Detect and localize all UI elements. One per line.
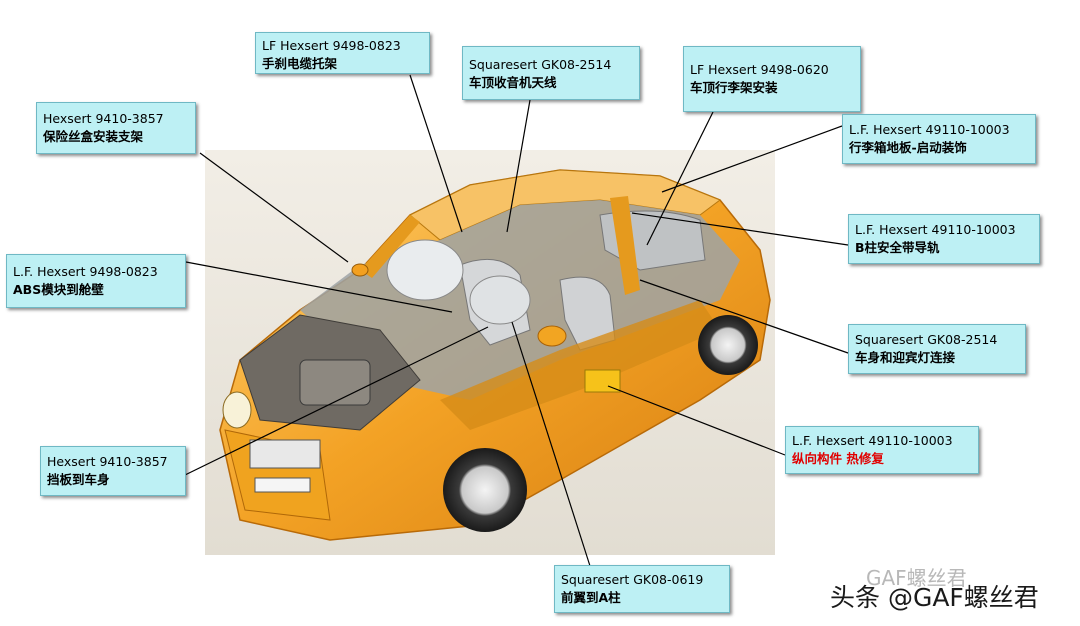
leader-roofrack [646, 111, 714, 246]
floor-sill [440, 300, 720, 430]
steering-airbag [386, 239, 464, 301]
callout-part-number: Squaresert GK08-0619 [561, 572, 704, 587]
callout-description-highlight: 纵向构件 热修复 [792, 451, 884, 466]
callout-part-number: Hexsert 9410-3857 [47, 454, 168, 469]
callout-longitudinal: L.F. Hexsert 49110-10003 纵向构件 热修复 [785, 426, 979, 474]
callout-baffle: Hexsert 9410-3857 挡板到车身 [40, 446, 186, 496]
watermark-text: 头条 @GAF螺丝君 [830, 583, 1039, 612]
callout-trunkfloor: L.F. Hexsert 49110-10003 行李箱地板-启动装饰 [842, 114, 1036, 164]
callout-fusebox: Hexsert 9410-3857 保险丝盒安装支架 [36, 102, 196, 154]
headlight [222, 391, 252, 429]
callout-fender: Squaresert GK08-0619 前翼到A柱 [554, 565, 730, 613]
leader-antenna [506, 99, 531, 233]
grille [249, 439, 321, 469]
leader-lines [184, 74, 849, 567]
callout-part-number: LF Hexsert 9498-0823 [262, 38, 401, 53]
callout-description: ABS模块到舱壁 [13, 282, 104, 297]
callout-description: 前翼到A柱 [561, 590, 621, 605]
callout-part-number: L.F. Hexsert 49110-10003 [792, 433, 953, 448]
callout-description: 车身和迎宾灯连接 [855, 350, 956, 365]
callout-description: 车顶行李架安装 [690, 80, 778, 95]
callout-description: 手刹电缆托架 [262, 56, 338, 71]
callout-antenna: Squaresert GK08-2514 车顶收音机天线 [462, 46, 640, 100]
callout-part-number: L.F. Hexsert 49110-10003 [849, 122, 1010, 137]
callout-part-number: LF Hexsert 9498-0620 [690, 62, 829, 77]
leader-bpillar [631, 212, 849, 246]
callout-description: 行李箱地板-启动装饰 [849, 140, 967, 155]
leader-handbrake [409, 74, 463, 233]
side-mirror [537, 325, 567, 347]
longitudinal-member [584, 369, 621, 393]
leader-fender [511, 321, 591, 567]
callout-bpillar: L.F. Hexsert 49110-10003 B柱安全带导轨 [848, 214, 1040, 264]
engine-block [299, 359, 371, 406]
leader-baffle [184, 326, 489, 476]
b-pillar [610, 196, 640, 295]
leader-fusebox [199, 152, 349, 263]
callout-part-number: L.F. Hexsert 9498-0823 [13, 264, 158, 279]
callout-part-number: L.F. Hexsert 49110-10003 [855, 222, 1016, 237]
callout-description: 保险丝盒安装支架 [43, 129, 144, 144]
front-wheel [443, 448, 527, 532]
callout-courtesylight: Squaresert GK08-2514 车身和迎宾灯连接 [848, 324, 1026, 374]
callout-description: 车顶收音机天线 [469, 75, 557, 90]
callout-abs: L.F. Hexsert 9498-0823 ABS模块到舱壁 [6, 254, 186, 308]
watermark-ghost-text: GAF螺丝君 [866, 566, 967, 590]
passenger-airbag [469, 275, 531, 325]
rear-wheel [698, 315, 758, 375]
leader-abs [185, 261, 453, 313]
license-plate [254, 477, 311, 493]
a-pillar [360, 215, 420, 278]
callout-part-number: Hexsert 9410-3857 [43, 111, 164, 126]
callout-roofrack: LF Hexsert 9498-0620 车顶行李架安装 [683, 46, 861, 112]
leader-trunkfloor [661, 125, 843, 193]
callout-handbrake: LF Hexsert 9498-0823 手刹电缆托架 [255, 32, 430, 74]
callout-description: B柱安全带导轨 [855, 240, 940, 255]
leader-courtesylight [639, 279, 849, 354]
fuse-box-marker [351, 263, 369, 277]
callout-description: 挡板到车身 [47, 472, 110, 487]
callout-part-number: Squaresert GK08-2514 [469, 57, 612, 72]
callout-part-number: Squaresert GK08-2514 [855, 332, 998, 347]
leader-longitudinal [607, 385, 786, 456]
